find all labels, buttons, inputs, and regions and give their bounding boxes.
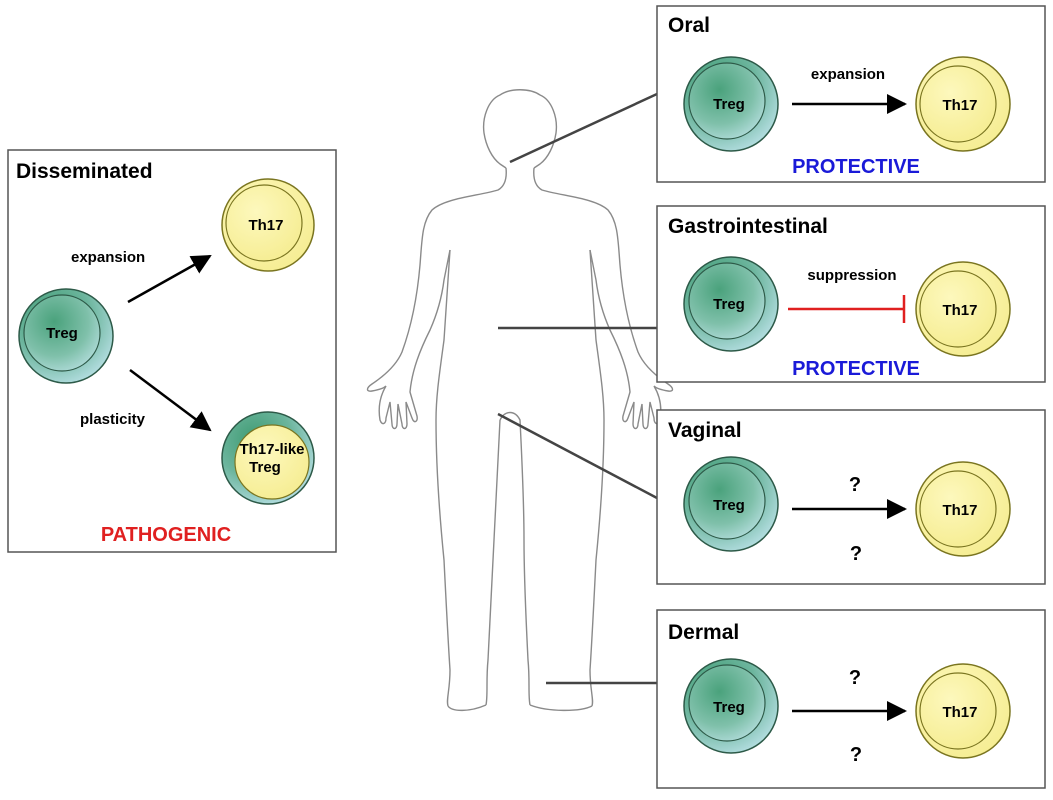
panel-disseminated: Disseminated Treg Th17 Th17-like Treg ex… [7,149,337,553]
disseminated-plasticity-label: plasticity [80,411,146,428]
panel-dermal: Dermal Treg Th17 ? ? [656,609,1046,789]
panel-vaginal-title: Vaginal [668,419,742,442]
vaginal-question-above: ? [849,474,861,496]
oral-expansion-label: expansion [811,66,885,83]
connector-oral [509,92,658,164]
panel-disseminated-title: Disseminated [16,160,153,183]
vaginal-treg-cell: Treg [683,456,779,552]
panel-vaginal: Vaginal Treg Th17 ? ? [656,409,1046,585]
disseminated-th17-like-label-line1: Th17-like [239,441,304,458]
disseminated-treg-label: Treg [46,325,78,342]
disseminated-expansion-label: expansion [71,249,145,266]
disseminated-treg-cell: Treg [18,288,114,384]
dermal-th17-cell: Th17 [915,663,1011,759]
gastrointestinal-th17-cell: Th17 [915,261,1011,357]
gastrointestinal-treg-cell: Treg [683,256,779,352]
connector-lines [497,92,658,685]
panel-gastrointestinal-title: Gastrointestinal [668,215,828,238]
vaginal-th17-label: Th17 [942,502,977,519]
gastrointestinal-th17-label: Th17 [942,302,977,319]
oral-th17-label: Th17 [942,97,977,114]
oral-outcome: PROTECTIVE [792,156,920,178]
dermal-th17-label: Th17 [942,704,977,721]
gastrointestinal-treg-label: Treg [713,296,745,313]
vaginal-treg-label: Treg [713,497,745,514]
oral-th17-cell: Th17 [915,56,1011,152]
disseminated-expansion-arrow [127,254,212,304]
gastrointestinal-outcome: PROTECTIVE [792,358,920,380]
gastrointestinal-suppression-arrow [788,295,906,323]
disseminated-outcome: PATHOGENIC [101,524,231,546]
panel-gastrointestinal: Gastrointestinal Treg Th17 suppression P… [656,205,1046,383]
disseminated-th17-cell: Th17 [221,178,315,272]
dermal-treg-cell: Treg [683,658,779,754]
dermal-treg-label: Treg [713,699,745,716]
panel-oral-title: Oral [668,14,710,37]
human-body-outline [366,89,674,712]
connector-vaginal [497,412,658,500]
oral-treg-cell: Treg [683,56,779,152]
dermal-question-below: ? [850,744,862,766]
panel-oral: Oral Treg Th17 expansion PROTECTIVE [656,5,1046,183]
disseminated-th17-like-treg-cell: Th17-like Treg [221,411,315,505]
disseminated-plasticity-arrow [129,369,212,432]
gastrointestinal-suppression-label: suppression [807,267,896,284]
vaginal-th17-cell: Th17 [915,461,1011,557]
oral-treg-label: Treg [713,96,745,113]
disseminated-th17-label: Th17 [248,217,283,234]
dermal-question-above: ? [849,667,861,689]
panel-dermal-title: Dermal [668,621,739,644]
vaginal-question-below: ? [850,543,862,565]
disseminated-th17-like-label-line2: Treg [249,459,281,476]
